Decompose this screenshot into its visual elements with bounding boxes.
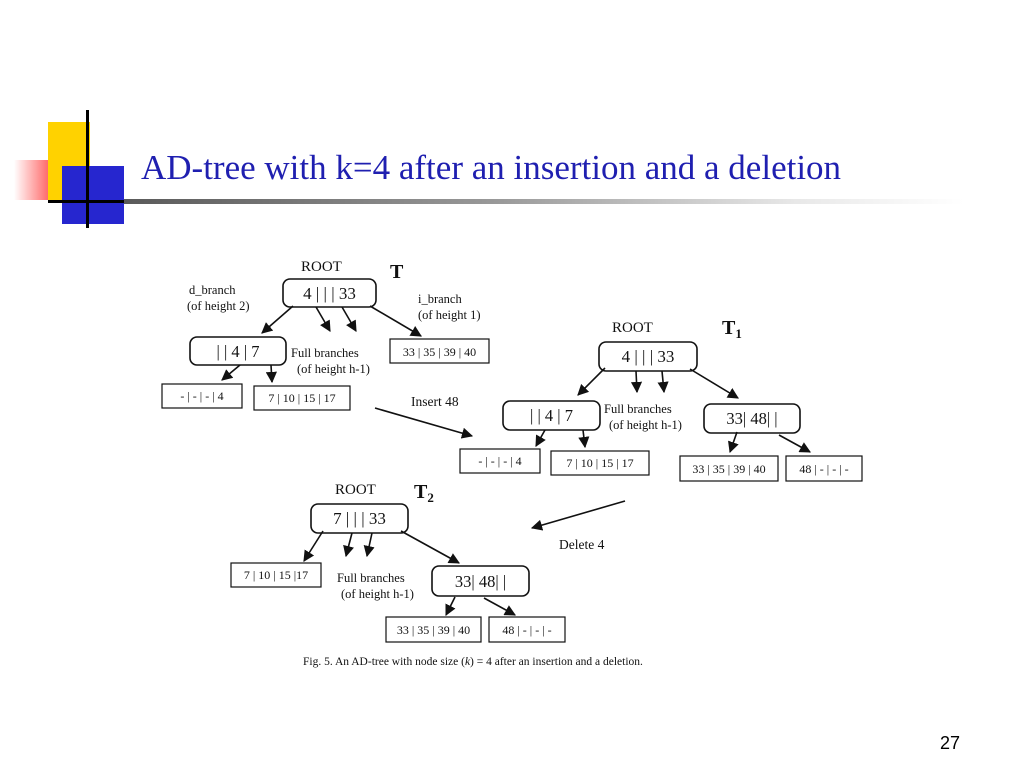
tree-t1-name-sub: 1 [735, 326, 742, 341]
tree-t1-root-node-text: 4 | | | 33 [622, 347, 675, 366]
tree-t-edge-d-leaf2 [265, 364, 277, 384]
tree-t-full-branches: Full branches [291, 346, 359, 360]
tree-t1-d-node-text: | | 4 | 7 [530, 406, 573, 425]
tree-t-edge-root-full-2 [341, 306, 357, 332]
tree-t1-name: T1 [722, 317, 742, 341]
tree-t2-leaf-2: 33 | 35 | 39 | 40 [385, 616, 482, 643]
tree-t-leaf-2: 7 | 10 | 15 | 17 [253, 385, 351, 411]
tree-t1-leaf-2-text: 7 | 10 | 15 | 17 [566, 456, 633, 470]
tree-t1-edge-d-leaf2 [578, 429, 590, 449]
tree-t2-edge-root-full-1 [343, 532, 354, 558]
decor-horizontal-line [48, 200, 134, 203]
tree-t2-name-main: T [414, 481, 428, 503]
tree-t1-edge-i-leaf4 [778, 434, 811, 453]
insert-arrow [374, 407, 474, 439]
decor-vertical-line [86, 110, 89, 228]
tree-t-leaf-2-text: 7 | 10 | 15 | 17 [268, 391, 335, 405]
tree-t1-leaf-3-text: 33 | 35 | 39 | 40 [692, 462, 765, 476]
tree-t2-edge-root-i [400, 530, 460, 564]
tree-t1-edge-root-full-1 [630, 370, 643, 394]
tree-t2-edge-i-leaf3 [483, 597, 516, 616]
page-number: 27 [940, 733, 961, 753]
tree-t2-edge-root-full-2 [363, 532, 375, 558]
tree-t-root-label: ROOT [301, 259, 342, 275]
title-underline [124, 199, 964, 204]
tree-t2-full-branches-height: (of height h-1) [341, 587, 414, 601]
tree-t2-root-node-text: 7 | | | 33 [333, 509, 386, 528]
delete-arrow [530, 500, 626, 531]
tree-t1-full-branches-height: (of height h-1) [609, 418, 682, 432]
tree-t-root-node-text: 4 | | | 33 [303, 284, 356, 303]
tree-t2-i-node-text: 33| 48| | [455, 572, 506, 591]
figure-caption: Fig. 5. An AD-tree with node size (k) = … [303, 656, 643, 668]
delete-step: Delete 4 [530, 500, 626, 552]
tree-t-edge-d-leaf1 [221, 364, 241, 381]
tree-t1-root-label: ROOT [612, 320, 653, 336]
tree-t-edge-root-i [369, 305, 422, 337]
delete-label: Delete 4 [559, 537, 605, 552]
tree-t-leaf-1: - | - | - | 4 [161, 383, 243, 409]
tree-t-edge-root-full-1 [315, 306, 331, 332]
tree-t2-leaf-1: 7 | 10 | 15 |17 [230, 562, 322, 588]
tree-t-i-branch-label: i_branch [418, 292, 462, 306]
tree-t1-i-node: 33| 48| | [703, 403, 801, 434]
tree-t1-full-branches: Full branches [604, 402, 672, 416]
tree-t2-leaf-1-text: 7 | 10 | 15 |17 [244, 568, 308, 582]
tree-t2-full-branches: Full branches [337, 571, 405, 585]
tree-t-name: T [390, 261, 404, 283]
tree-t2-root-label: ROOT [335, 482, 376, 498]
tree-t1-i-node-text: 33| 48| | [726, 409, 777, 428]
tree-t2-name: T2 [414, 481, 434, 505]
tree-t1-leaf-1-text: - | - | - | 4 [478, 454, 521, 468]
tree-t-i-leaf-text: 33 | 35 | 39 | 40 [403, 345, 476, 359]
tree-t1-edge-root-i [689, 368, 739, 399]
tree-t1-edge-d-leaf1 [535, 429, 546, 447]
tree-t-i-branch-height: (of height 1) [418, 308, 480, 322]
tree-t1-edge-root-full-2 [657, 370, 669, 394]
tree-t2: ROOT T2 7 | | | 33 7 | 10 | 15 |17 Full … [230, 481, 566, 643]
tree-t1-edge-i-leaf3 [728, 431, 739, 454]
figure-caption-pre: Fig. 5. An AD-tree with node size ( [303, 656, 465, 668]
tree-t: ROOT T 4 | | | 33 d_branch (of height 2)… [161, 259, 490, 411]
slide-title: AD-tree with k=4 after an insertion and … [141, 148, 842, 187]
tree-t1-leaf-2: 7 | 10 | 15 | 17 [550, 450, 650, 476]
insert-step: Insert 48 [374, 394, 474, 439]
tree-t-d-branch-height: (of height 2) [187, 299, 249, 313]
insert-label: Insert 48 [411, 394, 459, 409]
tree-t2-i-node: 33| 48| | [431, 565, 530, 597]
figure-caption-post: ) = 4 after an insertion and a deletion. [470, 656, 643, 668]
tree-t2-root-node: 7 | | | 33 [310, 503, 409, 534]
tree-t2-edge-i-leaf2 [445, 596, 456, 617]
tree-t-leaf-1-text: - | - | - | 4 [180, 389, 223, 403]
tree-t-root-node: 4 | | | 33 [282, 278, 377, 308]
tree-t-i-leaf: 33 | 35 | 39 | 40 [389, 338, 490, 364]
tree-t2-edge-root-leaf1 [303, 530, 324, 562]
tree-t1-root-node: 4 | | | 33 [598, 341, 698, 372]
tree-t2-name-sub: 2 [427, 490, 434, 505]
tree-t2-leaf-3-text: 48 | - | - | - [502, 623, 551, 637]
tree-t-d-node-text: | | 4 | 7 [217, 342, 260, 361]
decor-blue-block [62, 166, 124, 224]
tree-t1-edge-root-d [577, 367, 606, 396]
tree-t-full-branches-height: (of height h-1) [297, 362, 370, 376]
tree-t1-d-node: | | 4 | 7 [502, 400, 601, 431]
tree-t1-leaf-1: - | - | - | 4 [459, 448, 541, 474]
tree-t1: ROOT T1 4 | | | 33 | | 4 | 7 Full branch… [459, 317, 863, 482]
tree-t1-name-main: T [722, 317, 736, 339]
tree-t2-leaf-3: 48 | - | - | - [488, 616, 566, 643]
tree-t1-leaf-4-text: 48 | - | - | - [799, 462, 848, 476]
tree-t-d-node: | | 4 | 7 [189, 336, 287, 366]
tree-t1-leaf-3: 33 | 35 | 39 | 40 [679, 455, 779, 482]
tree-t-d-branch-label: d_branch [189, 283, 236, 297]
tree-t-edge-root-d [261, 305, 294, 334]
tree-t2-leaf-2-text: 33 | 35 | 39 | 40 [397, 623, 470, 637]
tree-t1-leaf-4: 48 | - | - | - [785, 455, 863, 482]
figure-caption-k: k [465, 656, 471, 668]
